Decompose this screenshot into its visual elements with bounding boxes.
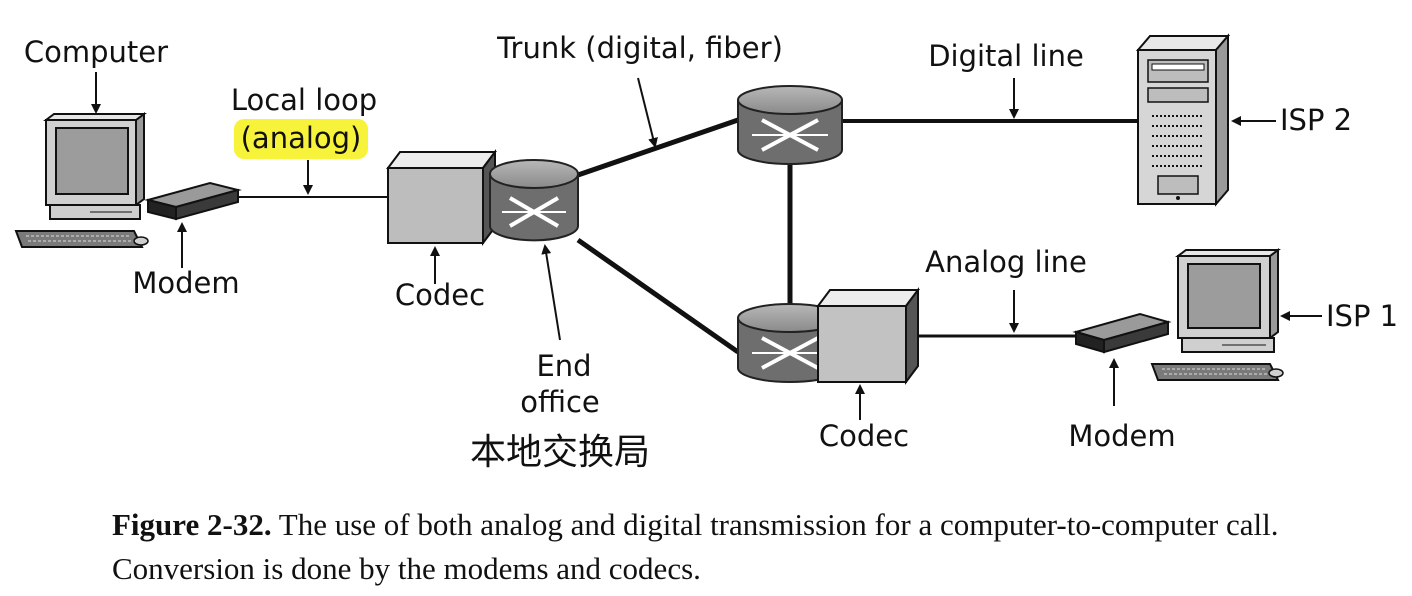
label-computer: Computer	[24, 35, 168, 69]
label-analog-paren: (analog)	[241, 121, 362, 155]
server-tower-isp2	[1135, 33, 1231, 207]
label-trunk: Trunk (digital, fiber)	[496, 31, 783, 65]
modem-right	[1072, 312, 1172, 354]
modem-left	[144, 181, 242, 221]
pointer-arrows	[91, 72, 1322, 420]
analog-highlight	[234, 119, 368, 159]
label-codec-right: Codec	[819, 419, 909, 453]
label-modem-left: Modem	[132, 266, 239, 300]
label-isp2: ISP 2	[1280, 103, 1352, 137]
figure-caption: Figure 2-32. The use of both analog and …	[112, 503, 1332, 591]
switch-end-office	[489, 159, 579, 242]
label-digital-line: Digital line	[928, 39, 1084, 73]
label-modem-right: Modem	[1068, 419, 1175, 453]
network-diagram: Computer Local loop (analog) Modem Codec…	[14, 31, 1398, 473]
computer-left	[14, 112, 149, 248]
figure-number: Figure 2-32.	[112, 507, 272, 542]
label-isp1: ISP 1	[1326, 299, 1398, 333]
label-analog-line: Analog line	[925, 245, 1087, 279]
switch-upper	[737, 85, 843, 165]
codec-left	[386, 149, 497, 246]
caption-text: The use of both analog and digital trans…	[112, 507, 1279, 586]
switch-lower	[737, 303, 843, 383]
computer-right-isp1	[1150, 248, 1284, 381]
label-office: office	[520, 385, 600, 419]
trunk-line-upper	[577, 117, 739, 178]
label-chinese-local-exchange: 本地交换局	[470, 432, 650, 473]
label-codec-left: Codec	[395, 278, 485, 312]
trunk-line-lower	[576, 237, 740, 355]
label-end: End	[536, 349, 591, 383]
codec-right	[816, 287, 920, 385]
label-local-loop: Local loop	[231, 83, 377, 117]
